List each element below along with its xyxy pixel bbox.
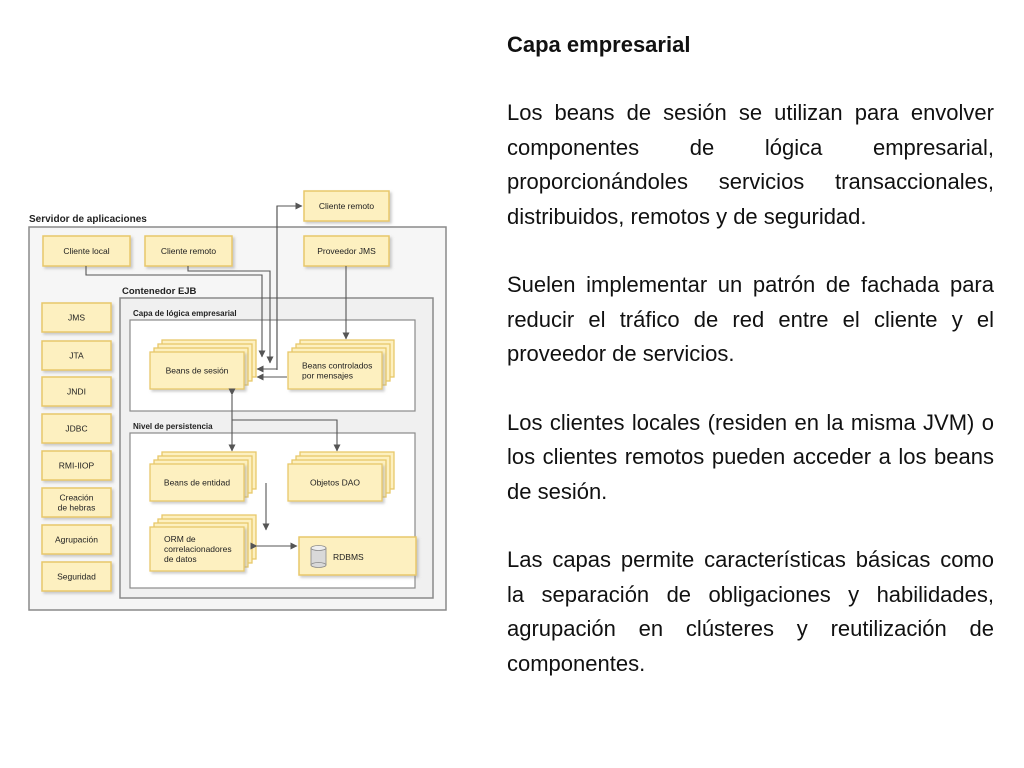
paragraph-layers: Las capas permite características básica… [507,547,994,676]
service-label: RMI-IIOP [59,461,95,471]
svg-text:Cliente remoto: Cliente remoto [319,201,375,211]
service-label: Agrupación [55,535,98,545]
section-title: Capa empresarial [507,32,691,57]
server-label: Servidor de aplicaciones [29,214,147,225]
application-server-diagram: Servidor de aplicaciones Cliente local C… [28,190,447,611]
svg-text:Cliente remoto: Cliente remoto [161,246,217,256]
arrow-local-client-to-session [85,266,266,358]
connector-arrows [85,202,350,550]
text-column: Capa empresarial Los beans de sesión se … [507,28,994,681]
service-label: Seguridad [57,572,96,582]
remote-client-inner-box: Cliente remoto [144,235,233,267]
svg-text:Proveedor JMS: Proveedor JMS [317,246,376,256]
service-box: JNDI [41,376,112,407]
service-label: JDBC [65,424,87,434]
service-box: JMS [41,302,112,333]
entity-beans-label: Beans de entidad [164,478,230,488]
local-client-box: Cliente local [42,235,131,267]
service-label: JTA [69,351,84,361]
paragraph-clients: Los clientes locales (residen en la mism… [507,409,994,504]
arrow-remote-client-to-session [187,266,274,364]
service-label: JNDI [67,387,86,397]
session-beans-stack: Beans de sesión [149,339,257,390]
service-box: JTA [41,340,112,371]
dao-stack: Objetos DAO [287,451,395,502]
arrow-session-to-dao [232,419,341,452]
remote-client-outer-box: Cliente remoto [303,190,390,222]
jms-provider-box: Proveedor JMS [303,235,390,267]
service-box: RMI-IIOP [41,450,112,481]
persistence-layer-label: Nivel de persistencia [133,422,213,431]
service-box: Agrupación [41,524,112,555]
rdbms-box: RDBMS [298,536,417,576]
entity-beans-stack: Beans de entidad [149,451,257,502]
service-label: JMS [68,313,85,323]
business-layer-label: Capa de lógica empresarial [133,309,237,318]
service-box: JDBC [41,413,112,444]
svg-text:Cliente local: Cliente local [63,246,109,256]
service-box: Seguridad [41,561,112,592]
arrow-remote-outer-return [256,206,278,373]
ejb-container-label: Contenedor EJB [122,286,197,297]
database-icon [310,545,327,568]
session-beans-label: Beans de sesión [166,366,229,376]
svg-text:RDBMS: RDBMS [333,552,364,562]
dao-label: Objetos DAO [310,478,360,488]
paragraph-facade: Suelen implementar un patrón de fachada … [507,272,994,366]
paragraph-session-beans: Los beans de sesión se utilizan para env… [507,100,994,229]
